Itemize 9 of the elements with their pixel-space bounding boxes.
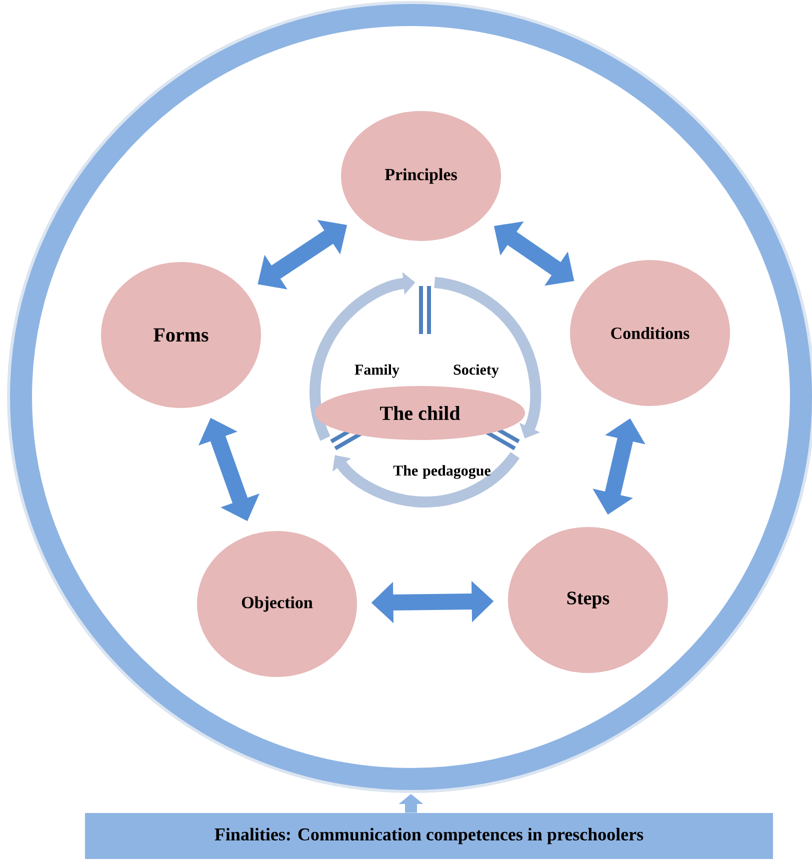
circle-node: Principles xyxy=(341,111,501,241)
circle-node: Forms xyxy=(101,262,261,408)
ellipse-node: The child xyxy=(315,386,525,440)
circle-node: Steps xyxy=(508,527,668,673)
text-label: The pedagogue xyxy=(393,465,490,479)
ring-circle xyxy=(7,1,812,793)
circle-node: Objection xyxy=(197,531,357,677)
circle-node: Conditions xyxy=(570,260,730,406)
caption-box: Finalities: Communication competences in preschoolers xyxy=(85,813,773,859)
